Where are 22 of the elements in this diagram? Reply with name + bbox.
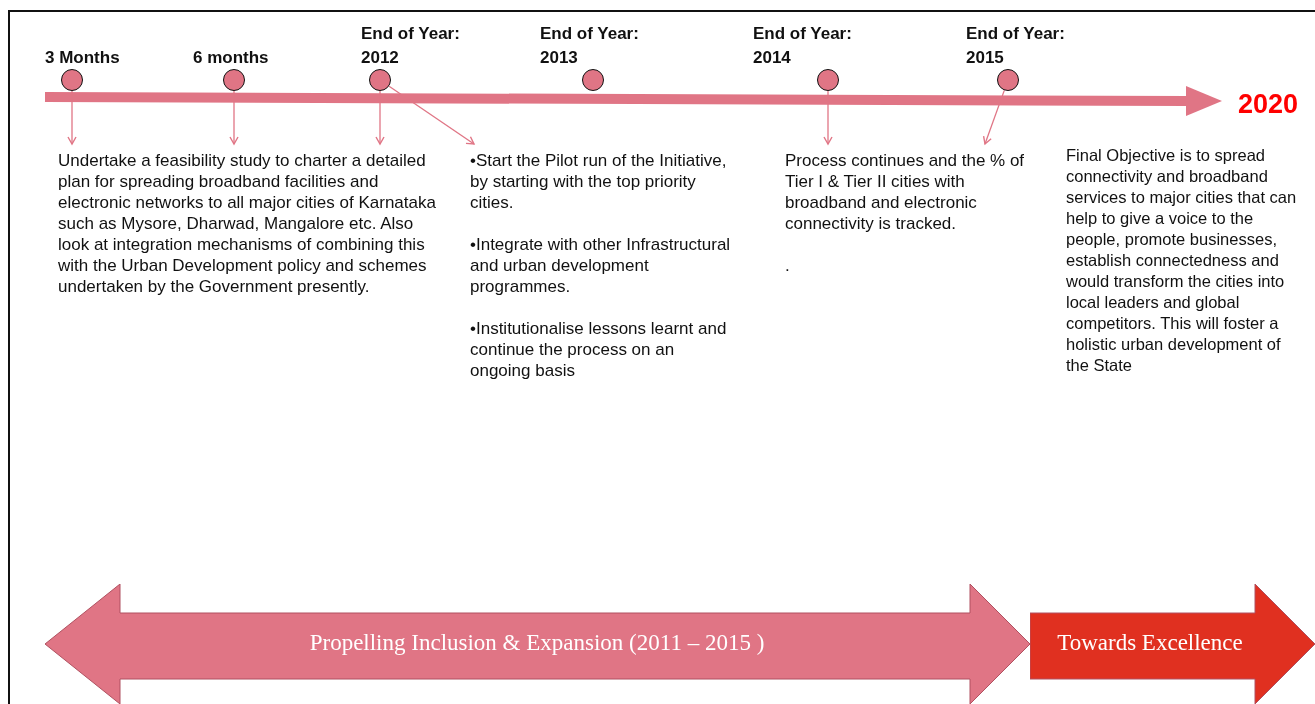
phase-label: Towards Excellence: [1057, 630, 1243, 656]
description-text: •Institutionalise lessons learnt and continue the process on an ongoing basis: [470, 318, 728, 381]
milestone-label: End of Year: 2014: [753, 23, 853, 69]
milestone-label: End of Year: 2013: [540, 23, 640, 69]
arrow: [823, 90, 833, 145]
year-label: 2020: [1238, 88, 1300, 120]
milestone-label: 6 months: [193, 47, 270, 69]
description-text: Undertake a feasibility study to charter a detailed plan for spreading broadband facilities and electronic networks to all major cities of Karnataka such as Mysore, Dharwad, Mangalore etc. Also look at integration mechanisms of combining this with the Urban Development policy and schemes undertaken by the Government presently.: [58, 150, 436, 297]
phase-label: Propelling Inclusion & Expansion (2011 – 2015 ): [309, 630, 765, 656]
description-text: •Integrate with other Infrastructural and urban development programmes.: [470, 234, 732, 297]
arrow: [375, 90, 385, 145]
milestone-label: 3 Months: [45, 47, 121, 69]
arrow: [982, 89, 1005, 145]
description-text: .: [785, 255, 791, 276]
description-text: •Start the Pilot run of the Initiative, by starting with the top priority cities.: [470, 150, 728, 213]
description-text: Process continues and the % of Tier I & Tier II cities with broadband and electronic connectivity is tracked.: [785, 150, 1026, 234]
milestone-label: End of Year: 2012: [361, 23, 461, 69]
arrow: [67, 90, 77, 145]
arrow: [229, 90, 239, 145]
arrow: [388, 85, 475, 145]
milestone-label: End of Year: 2015: [966, 23, 1066, 69]
objective-text: Final Objective is to spread connectivity and broadband services to major cities that can help to give a voice to the people, promote businesses, establish connectedness and would transform the cities into local leaders and global competitors. This will foster a holistic urban development of the State: [1066, 145, 1298, 376]
